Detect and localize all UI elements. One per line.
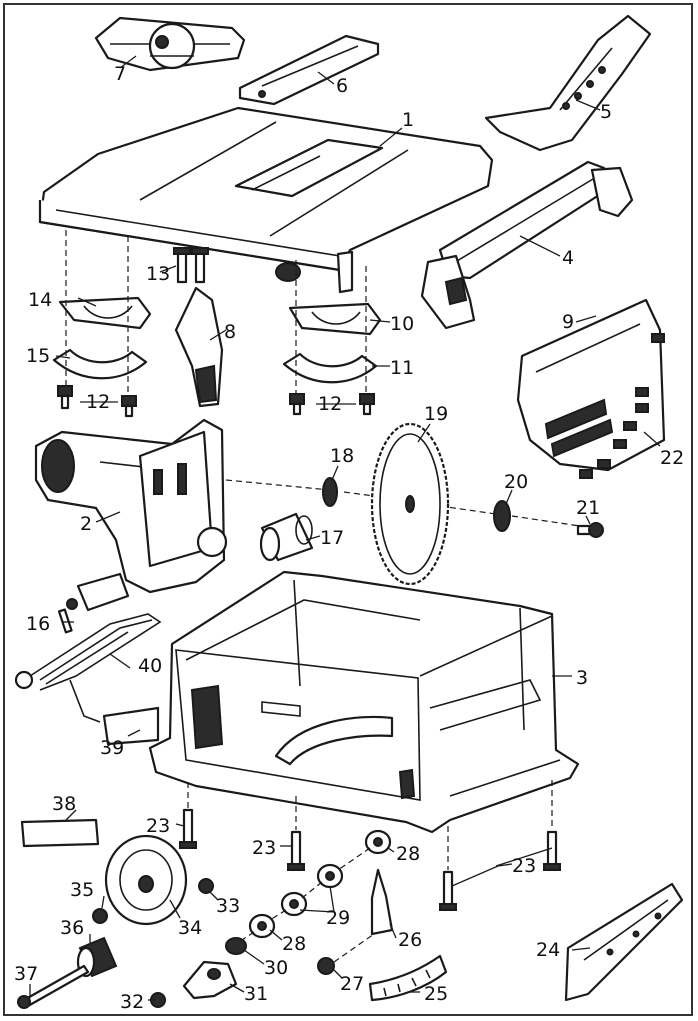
- callout-label: 28: [282, 933, 306, 955]
- part-25-bevel-scale: [368, 954, 448, 1002]
- callout-label: 25: [424, 983, 448, 1005]
- callout-label: 24: [536, 939, 560, 961]
- callout-label: 19: [424, 403, 448, 425]
- callout-label: 36: [60, 917, 84, 939]
- part-19-saw-blade: [370, 422, 450, 586]
- part-38-label-plate: [20, 818, 100, 848]
- part-12-bolts-right: [289, 393, 375, 416]
- callout-label: 29: [326, 907, 350, 929]
- callout-label: 23: [252, 837, 276, 859]
- callout-label: 17: [320, 527, 344, 549]
- callout-label: 9: [562, 311, 574, 333]
- callout-label: 23: [146, 815, 170, 837]
- part-22-screws: [579, 333, 665, 479]
- part-34-handwheel: [104, 834, 188, 926]
- callout-label: 4: [562, 247, 574, 269]
- part-4-rip-fence: [420, 160, 634, 330]
- part-8-riving-knife: [174, 286, 224, 408]
- part-33-nut: [198, 878, 214, 894]
- part-20-outer-flange: [493, 500, 511, 532]
- part-5-blade-guard: [484, 14, 652, 152]
- callout-label: 12: [318, 393, 342, 415]
- callout-label: 22: [660, 447, 684, 469]
- callout-label: 31: [244, 983, 268, 1005]
- part-12-bolts-left: [57, 385, 137, 418]
- part-9-cover: [516, 298, 666, 472]
- leader-lines: [29, 55, 661, 1001]
- callout-label: 5: [600, 101, 612, 123]
- part-27-screw: [317, 957, 335, 975]
- part-2-motor-assembly: [34, 418, 228, 612]
- callout-label: 40: [138, 655, 162, 677]
- callout-label: 39: [100, 737, 124, 759]
- part-26-pointer: [370, 868, 394, 936]
- part-6-throat-plate: [238, 34, 380, 106]
- callout-label: 10: [390, 313, 414, 335]
- callout-label: 28: [396, 843, 420, 865]
- callout-label: 11: [390, 357, 414, 379]
- part-29-washers: [280, 863, 344, 917]
- callout-label: 15: [26, 345, 50, 367]
- part-7-miter-gauge: [94, 16, 246, 72]
- callout-label: 20: [504, 471, 528, 493]
- callout-label: 2: [80, 513, 92, 535]
- part-24-side-rail: [564, 882, 684, 1002]
- callout-label: 14: [28, 289, 52, 311]
- part-28-washers: [248, 829, 392, 939]
- part-35-nut: [92, 908, 108, 924]
- callout-label: 8: [224, 321, 236, 343]
- part-13-screws: [173, 247, 209, 284]
- callout-label: 33: [216, 895, 240, 917]
- callout-label: 16: [26, 613, 50, 635]
- callout-label: 21: [576, 497, 600, 519]
- callout-label: 38: [52, 793, 76, 815]
- callout-label: 13: [146, 263, 170, 285]
- callout-label: 27: [340, 973, 364, 995]
- part-39-label: [102, 706, 160, 746]
- callout-label: 1: [402, 109, 414, 131]
- part-21-arbor-bolt: [576, 522, 604, 538]
- part-40-power-cord: [14, 613, 162, 723]
- part-15-clamp-left: [52, 348, 148, 380]
- part-30-bushing: [225, 937, 247, 955]
- callout-label: 37: [14, 963, 38, 985]
- part-11-clamp-right: [282, 352, 378, 384]
- callout-label: 18: [330, 445, 354, 467]
- callout-label: 32: [120, 991, 144, 1013]
- callout-label: 35: [70, 879, 94, 901]
- part-31-lock-lever: [182, 960, 238, 1000]
- callout-label: 34: [178, 917, 202, 939]
- callout-label: 26: [398, 929, 422, 951]
- callout-label: 23: [512, 855, 536, 877]
- part-14-bracket-left: [58, 296, 152, 330]
- part-16-pin: [57, 598, 78, 634]
- part-10-bracket-right: [288, 302, 382, 336]
- callout-label: 3: [576, 667, 588, 689]
- part-23-bolts: [179, 808, 561, 911]
- part-1-table-top: [38, 106, 494, 294]
- diagram-frame: [3, 3, 693, 1016]
- part-18-inner-flange: [322, 477, 338, 507]
- callout-label: 30: [264, 957, 288, 979]
- part-3-base-stand: [148, 570, 580, 834]
- callout-label: 7: [114, 63, 126, 85]
- callout-labels: 1 2 3 4 5 6 7 8 9 10 11 12 12 13 14 15 1…: [14, 63, 684, 1013]
- part-17-dust-port: [259, 512, 314, 562]
- part-37-bolt: [17, 964, 90, 1009]
- callout-label: 6: [336, 75, 348, 97]
- callout-label: 12: [86, 391, 110, 413]
